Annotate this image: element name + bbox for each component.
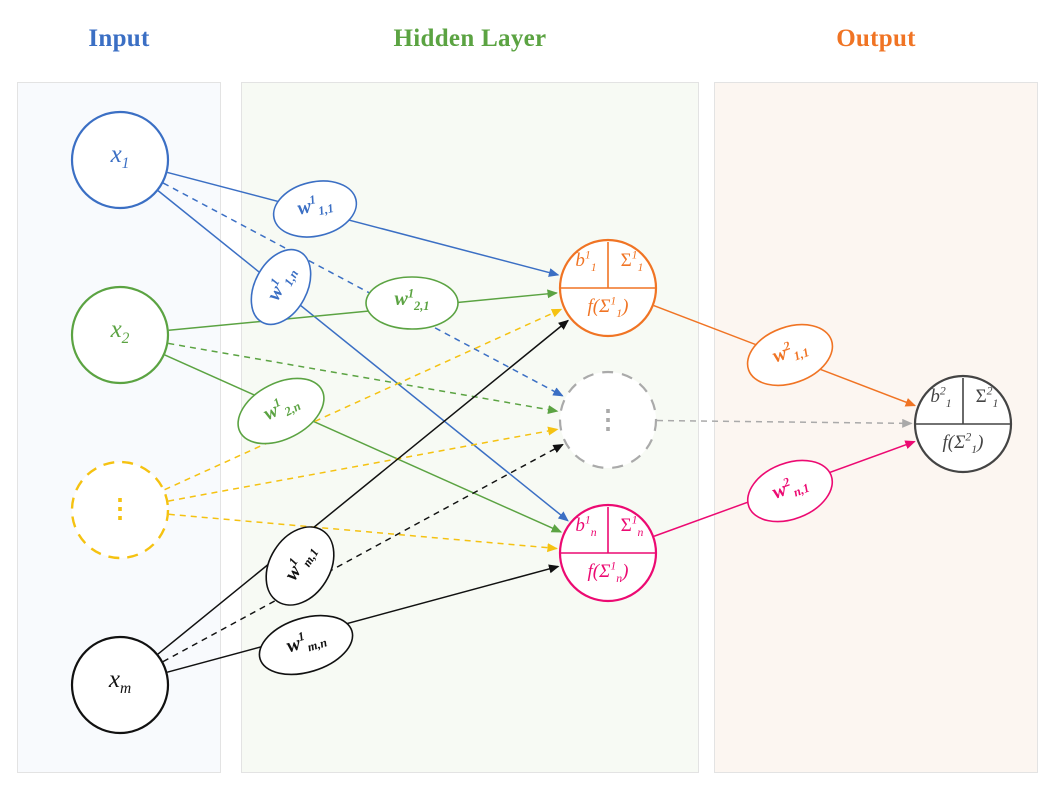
input-node-x2[interactable] [70, 285, 170, 385]
column-title-input: Input [88, 25, 150, 52]
edge-x1-to-hdots [162, 182, 564, 397]
edge-xm-to-h1 [157, 319, 569, 655]
edge-x2-to-hn [164, 354, 563, 533]
edge-xm-to-hn [167, 564, 560, 673]
edge-x2-to-h1 [168, 289, 558, 332]
edge-xdots-to-hn [168, 513, 558, 553]
weight-label-w11_2[interactable] [739, 314, 841, 397]
hidden-node-ellipsis-hdots: ⋮ [595, 404, 621, 434]
column-title-hidden: Hidden Layer [393, 25, 547, 52]
input-node-xm[interactable] [70, 635, 170, 735]
hidden-node-hdots[interactable] [558, 370, 658, 470]
weight-label-w2n_1[interactable] [227, 365, 334, 457]
column-title-output: Output [836, 25, 916, 52]
node-layer [70, 110, 1013, 735]
weight-label-w1n_1[interactable] [239, 239, 322, 334]
input-node-xdots[interactable] [70, 460, 170, 560]
edge-x1-to-h1 [167, 171, 560, 277]
input-node-x1[interactable] [70, 110, 170, 210]
edge-xm-to-hdots [162, 443, 564, 663]
edge-x1-to-hn [157, 190, 569, 522]
edge-layer [157, 171, 917, 673]
weight-label-wn1_2[interactable] [739, 449, 841, 533]
weight-label-layer [227, 173, 841, 685]
edge-xdots-to-h1 [164, 308, 563, 491]
weight-label-w21_1[interactable] [365, 276, 459, 330]
weight-label-w11_1[interactable] [268, 173, 362, 245]
edge-hdots-to-o1 [656, 418, 913, 428]
weight-label-wmn_1[interactable] [252, 605, 360, 685]
